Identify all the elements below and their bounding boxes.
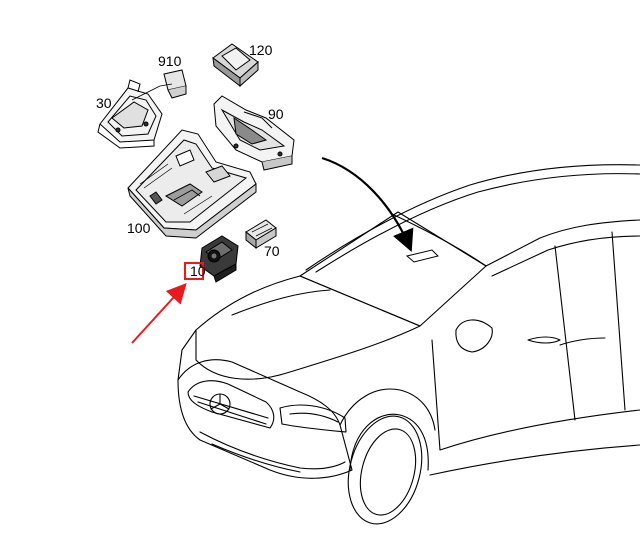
part-910-shape <box>163 69 187 99</box>
part-label-90: 90 <box>268 106 284 122</box>
car-wheel-arch <box>349 413 429 471</box>
car-front-face <box>177 359 353 479</box>
part-100-shape <box>127 129 257 239</box>
part-30-leader <box>159 83 173 87</box>
car-front-wheel <box>347 415 423 525</box>
windshield-camera-mark <box>405 249 439 263</box>
part-label-70: 70 <box>264 243 280 259</box>
car-grille <box>187 380 275 429</box>
car-side-window <box>485 219 640 267</box>
car-headlight <box>279 404 347 433</box>
part-label-910: 910 <box>158 53 182 69</box>
car-lower-intake <box>199 431 346 470</box>
car-windshield <box>299 211 487 327</box>
part-120-shape <box>212 43 259 88</box>
car-hood <box>195 275 421 380</box>
part-label-30: 30 <box>96 95 112 111</box>
part-90-shape <box>213 95 295 171</box>
part-30-shape <box>97 79 163 149</box>
car-illustration <box>177 164 640 525</box>
highlight-box <box>184 262 204 280</box>
highlight-arrow <box>131 283 187 344</box>
car-fender <box>339 388 436 431</box>
car-roof-inner <box>315 173 640 273</box>
leader-arrow-to-car <box>321 156 414 253</box>
car-door-handle <box>527 336 561 344</box>
car-roof-outline <box>305 164 640 271</box>
car-mirror <box>455 319 493 353</box>
part-10-shape <box>199 235 239 283</box>
part-70-shape <box>245 219 277 250</box>
car-door-line <box>431 339 441 451</box>
part-label-100: 100 <box>127 220 151 236</box>
part-label-120: 120 <box>249 42 273 58</box>
part-label-10: 10 <box>190 263 206 279</box>
